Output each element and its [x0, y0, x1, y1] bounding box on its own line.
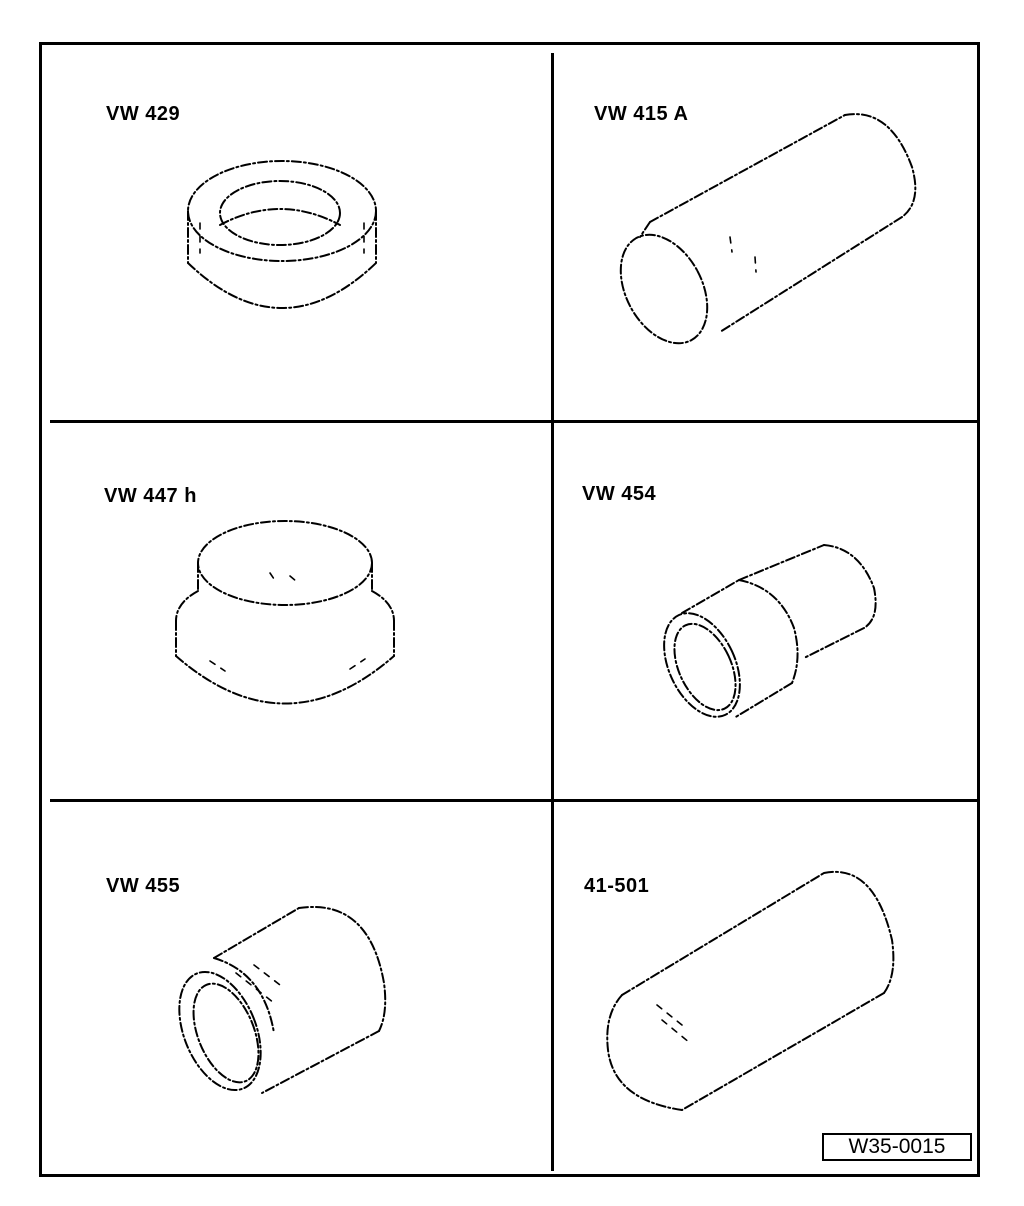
- tool-label-vw447h: VW 447 h: [104, 485, 197, 507]
- tool-label-41501: 41-501: [584, 875, 650, 897]
- long-cylinder-tool-drawing: [619, 113, 917, 345]
- tool-label-vw429: VW 429: [106, 103, 181, 125]
- stepped-sleeve-tool-drawing: [663, 544, 877, 719]
- grid-divider-horizontal-2: [50, 799, 978, 802]
- long-cylinder-tool-drawing-2: [606, 870, 895, 1111]
- tool-label-vw455: VW 455: [106, 875, 181, 897]
- tool-label-vw415a: VW 415 A: [594, 103, 689, 125]
- tool-sheet-frame: VW 429 VW 415 A VW 447 h VW 4: [39, 42, 980, 1177]
- tool-label-vw454: VW 454: [582, 483, 657, 505]
- drawing-number-box: W35-0015: [822, 1133, 972, 1161]
- grid-divider-horizontal-1: [50, 420, 978, 423]
- ring-tool-drawing: [187, 160, 377, 309]
- stepped-cup-tool-drawing: [175, 520, 395, 705]
- grid-divider-vertical: [551, 53, 554, 1171]
- cup-sleeve-tool-drawing: [178, 905, 387, 1094]
